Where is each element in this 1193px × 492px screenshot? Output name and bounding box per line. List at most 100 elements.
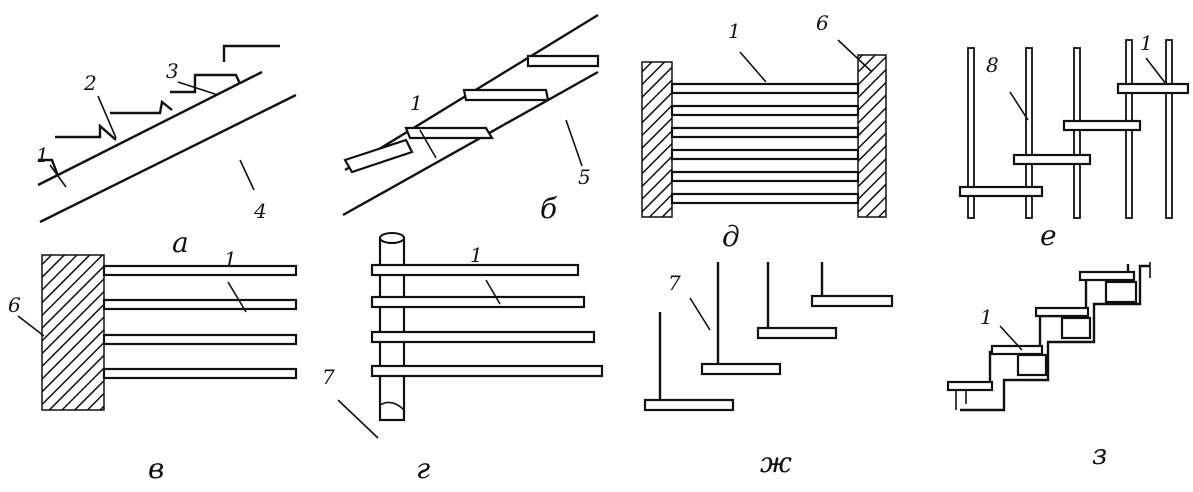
caption-v: в bbox=[148, 452, 164, 485]
panel-z: 1 з bbox=[946, 262, 1151, 471]
callout-b-5: 5 bbox=[578, 165, 591, 189]
tread-d-6 bbox=[670, 192, 860, 205]
tread-v-3 bbox=[102, 333, 298, 346]
tread-b-4 bbox=[526, 54, 600, 68]
leader-1-b bbox=[419, 129, 437, 159]
stringer-lower-edge bbox=[342, 70, 599, 217]
leader-8-e bbox=[1009, 91, 1029, 121]
tread-g-1 bbox=[370, 263, 580, 277]
tread-zh-4 bbox=[810, 294, 894, 308]
callout-g-1: 1 bbox=[470, 243, 483, 267]
tread-zh-2 bbox=[700, 362, 782, 376]
tread-d-4 bbox=[670, 148, 860, 161]
tread-v-4 bbox=[102, 367, 298, 380]
leader-5-b bbox=[565, 119, 583, 167]
tread-z-4 bbox=[1078, 270, 1136, 282]
column-break-g bbox=[379, 401, 405, 411]
tread-z-2 bbox=[990, 344, 1044, 356]
leader-1-z bbox=[999, 325, 1023, 351]
leader-4-a bbox=[239, 159, 255, 191]
riser-z-2 bbox=[1060, 316, 1092, 340]
tread-d-5 bbox=[670, 170, 860, 183]
panel-d: 1 6 д bbox=[641, 11, 887, 253]
tread-v-2 bbox=[102, 298, 298, 311]
callout-zh-7: 7 bbox=[668, 271, 681, 295]
callout-v-6: 6 bbox=[8, 293, 21, 317]
caption-d: д bbox=[722, 220, 740, 253]
panel-e: 8 1 е bbox=[958, 31, 1190, 252]
tread-b-2 bbox=[404, 126, 494, 140]
riser-z-1 bbox=[1016, 353, 1048, 377]
stringer-lower-z bbox=[960, 264, 1150, 412]
callout-d-1: 1 bbox=[728, 19, 741, 43]
callout-e-1: 1 bbox=[1140, 31, 1153, 55]
tread-g-3 bbox=[370, 330, 596, 344]
riser-z-3 bbox=[1104, 280, 1138, 304]
tread-v-1 bbox=[102, 264, 298, 277]
caption-e: е bbox=[1040, 219, 1057, 252]
leader-2-a bbox=[97, 95, 117, 139]
tread-z-3 bbox=[1034, 306, 1090, 318]
leader-1-a bbox=[49, 164, 67, 188]
rod-e-5 bbox=[1165, 39, 1173, 219]
leader-1-g bbox=[485, 279, 501, 305]
caption-b: б bbox=[540, 192, 558, 225]
caption-zh: ж bbox=[760, 446, 792, 479]
leader-6-v bbox=[17, 315, 45, 337]
callout-a-3: 3 bbox=[166, 59, 179, 83]
leader-3-a bbox=[177, 81, 219, 96]
tread-b-3 bbox=[462, 88, 550, 102]
column-top-g bbox=[379, 232, 405, 244]
tread-zh-3 bbox=[756, 326, 838, 340]
stringer-bottom-edge bbox=[39, 93, 297, 224]
callout-a-4: 4 bbox=[253, 199, 267, 223]
wall-left-d bbox=[641, 61, 673, 218]
step-profile-2 bbox=[110, 99, 173, 115]
tread-g-4 bbox=[370, 364, 604, 378]
tread-z-1 bbox=[946, 380, 994, 392]
tread-b-1 bbox=[343, 138, 414, 174]
leader-6-d bbox=[837, 39, 873, 73]
caption-a: а bbox=[172, 226, 189, 259]
caption-z: з bbox=[1092, 438, 1107, 471]
step-profile-0 bbox=[38, 158, 60, 177]
callout-z-1: 1 bbox=[980, 305, 993, 329]
callout-e-8: 8 bbox=[986, 53, 999, 77]
panel-b: 1 5 б bbox=[342, 13, 600, 225]
rod-e-1 bbox=[967, 47, 975, 219]
rod-e-2 bbox=[1025, 47, 1033, 219]
step-profile-4 bbox=[222, 44, 280, 62]
callout-a-1: 1 bbox=[36, 143, 49, 167]
callout-d-6: 6 bbox=[816, 11, 829, 35]
stringer-top-edge bbox=[37, 70, 263, 187]
tread-d-2 bbox=[670, 104, 860, 117]
leader-7-zh bbox=[689, 297, 711, 331]
tread-e-1 bbox=[958, 185, 1044, 198]
rod-e-3 bbox=[1073, 47, 1081, 219]
panel-a: 1 2 3 4 а bbox=[36, 44, 297, 259]
callout-b-1: 1 bbox=[410, 91, 423, 115]
leader-1-d bbox=[739, 51, 767, 83]
step-profile-3 bbox=[170, 73, 242, 94]
wall-v bbox=[41, 254, 105, 411]
leader-7-g bbox=[337, 399, 379, 439]
callout-v-1: 1 bbox=[224, 247, 237, 271]
tread-d-1 bbox=[670, 82, 860, 95]
wall-right-d bbox=[857, 54, 887, 218]
leader-1-e bbox=[1145, 57, 1167, 85]
step-profile-1 bbox=[55, 123, 117, 141]
tread-g-2 bbox=[370, 295, 586, 309]
tread-e-3 bbox=[1062, 119, 1142, 132]
panel-zh: 7 ж bbox=[643, 262, 894, 479]
callout-a-2: 2 bbox=[83, 71, 97, 95]
tread-d-3 bbox=[670, 126, 860, 139]
panel-g: 1 7 г bbox=[322, 232, 604, 485]
leader-1-v bbox=[227, 281, 247, 313]
callout-g-7: 7 bbox=[322, 365, 335, 389]
panel-v: 1 6 в bbox=[8, 247, 298, 485]
tread-e-4 bbox=[1116, 82, 1190, 95]
caption-g: г bbox=[416, 452, 430, 485]
tread-zh-1 bbox=[643, 398, 735, 412]
